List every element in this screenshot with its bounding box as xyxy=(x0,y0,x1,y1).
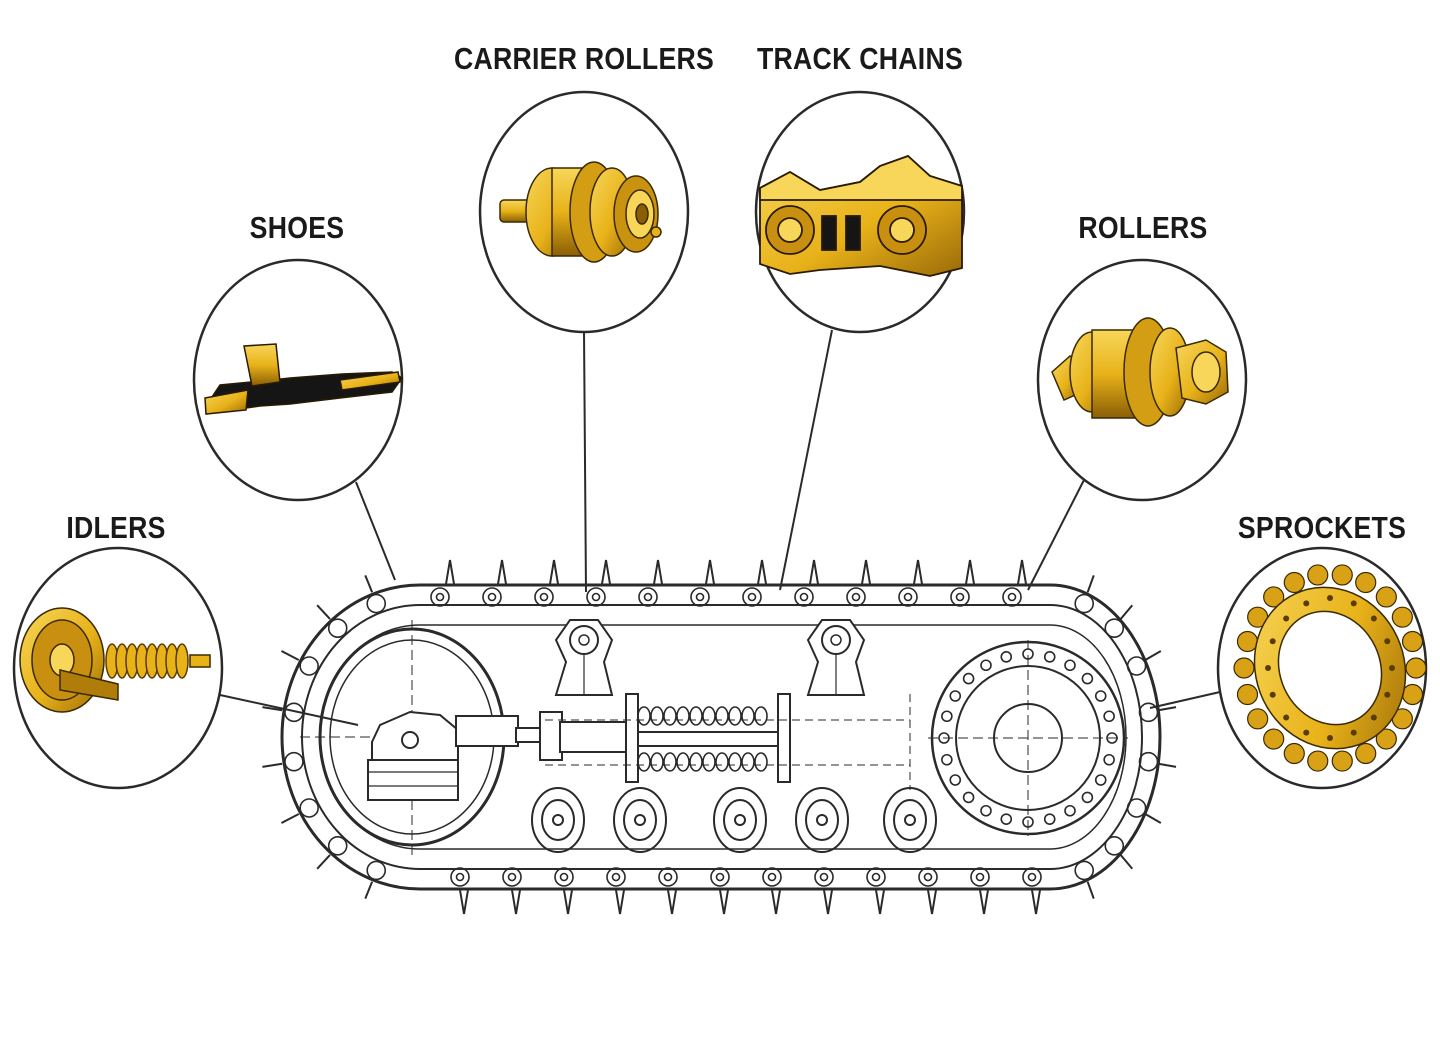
label-carrier-rollers: CARRIER ROLLERS xyxy=(453,41,715,76)
label-sprockets: SPROCKETS xyxy=(1237,510,1407,545)
track-chain-icon xyxy=(759,154,963,277)
roller-icon xyxy=(1051,317,1229,427)
leader-sprockets xyxy=(1149,691,1221,709)
label-rollers: ROLLERS xyxy=(1078,210,1208,245)
leader-rollers xyxy=(1027,477,1086,591)
track-shoe-icon xyxy=(204,343,404,415)
leader-shoes xyxy=(355,481,396,581)
leader-carrier-rollers xyxy=(583,330,587,593)
track-assembly xyxy=(262,559,1177,915)
carrier-roller-icon xyxy=(499,161,662,263)
carrier-bracket-right xyxy=(806,619,866,696)
leader-lines xyxy=(219,329,1221,726)
leader-idlers xyxy=(219,694,359,726)
label-track-chains: TRACK CHAINS xyxy=(756,41,964,76)
leader-track-chains xyxy=(779,329,833,591)
sprocket-icon xyxy=(1233,564,1427,772)
label-idlers: IDLERS xyxy=(66,510,166,545)
callout-circles xyxy=(12,90,1428,790)
carrier-bracket-left xyxy=(554,619,614,696)
idler-icon xyxy=(19,607,211,713)
label-shoes: SHOES xyxy=(249,210,345,245)
